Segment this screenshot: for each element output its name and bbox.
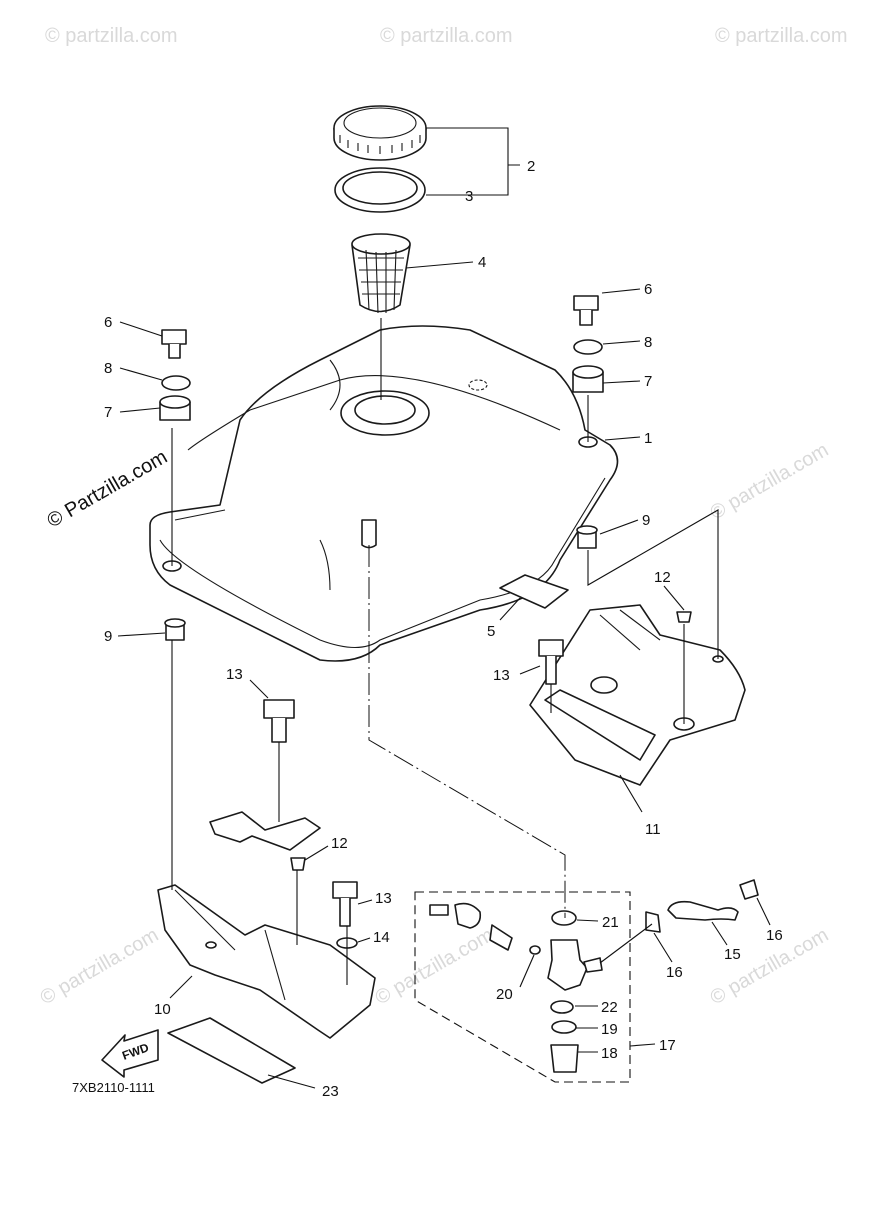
fuel-strainer	[351, 233, 411, 314]
callout: 21	[602, 914, 619, 931]
callout: 10	[154, 1001, 171, 1018]
watermark: © partzilla.com	[707, 439, 833, 524]
fuel-cock-box	[414, 891, 631, 1083]
fwd-arrow-icon: FWD	[101, 1029, 159, 1078]
hose-clamp-right	[739, 879, 759, 900]
callout: 12	[331, 835, 348, 852]
callout: 16	[766, 927, 783, 944]
front-bolt-13	[332, 881, 358, 927]
callout: 13	[375, 890, 392, 907]
callout: 3	[465, 188, 473, 205]
right-bolt-13	[538, 639, 564, 685]
callout: 19	[601, 1021, 618, 1038]
callout: 2	[527, 158, 535, 175]
callout: 15	[724, 946, 741, 963]
fuel-cock-parts	[429, 902, 603, 1073]
watermark: © partzilla.com	[715, 25, 848, 47]
callout: 6	[104, 314, 112, 331]
callout: 16	[666, 964, 683, 981]
callout: 9	[104, 628, 112, 645]
watermark: © partzilla.com	[37, 924, 163, 1009]
cap-gasket	[334, 167, 426, 213]
small-bracket	[209, 811, 321, 851]
grommet-12-left	[290, 857, 306, 871]
callout: 18	[601, 1045, 618, 1062]
callout: 14	[373, 929, 390, 946]
callout: 8	[644, 334, 652, 351]
callout: 22	[601, 999, 618, 1016]
callout: 9	[642, 512, 650, 529]
watermark: © partzilla.com	[45, 25, 178, 47]
callout: 7	[644, 373, 652, 390]
watermark: © partzilla.com	[372, 924, 498, 1009]
tank-pad	[499, 574, 569, 609]
callout: 20	[496, 986, 513, 1003]
watermark: © partzilla.com	[380, 25, 513, 47]
callout: 23	[322, 1083, 339, 1100]
callout: 6	[644, 281, 652, 298]
callout: 11	[645, 821, 661, 838]
callout: 12	[654, 569, 671, 586]
hose-clamp-left	[645, 911, 661, 933]
callout: 13	[493, 667, 510, 684]
callout: 17	[659, 1037, 676, 1054]
fuel-hose	[667, 900, 739, 921]
callout: 4	[478, 254, 486, 271]
grommet-12-right	[676, 611, 692, 623]
center-bolt-13	[263, 699, 295, 743]
callout: 13	[226, 666, 243, 683]
callout: 8	[104, 360, 112, 377]
callout: 7	[104, 404, 112, 421]
right-mount-hardware	[572, 295, 604, 549]
left-mount-hardware	[159, 329, 191, 641]
fuel-cap	[333, 105, 427, 161]
front-bracket	[157, 884, 376, 1039]
rear-bracket	[529, 604, 746, 786]
alignment-lines	[171, 318, 719, 985]
bracket-pad	[167, 1017, 296, 1084]
callout: 1	[644, 430, 652, 447]
fuel-tank	[149, 325, 619, 662]
diagram-code: 7XB2110-1111	[72, 1080, 155, 1095]
callout-leaders	[117, 127, 771, 1089]
callout: 5	[487, 623, 495, 640]
callout-numbers: 2 3 4 6 8 7 1 9 5 12 13 11 6 8 7 9 13 12…	[104, 158, 783, 1100]
